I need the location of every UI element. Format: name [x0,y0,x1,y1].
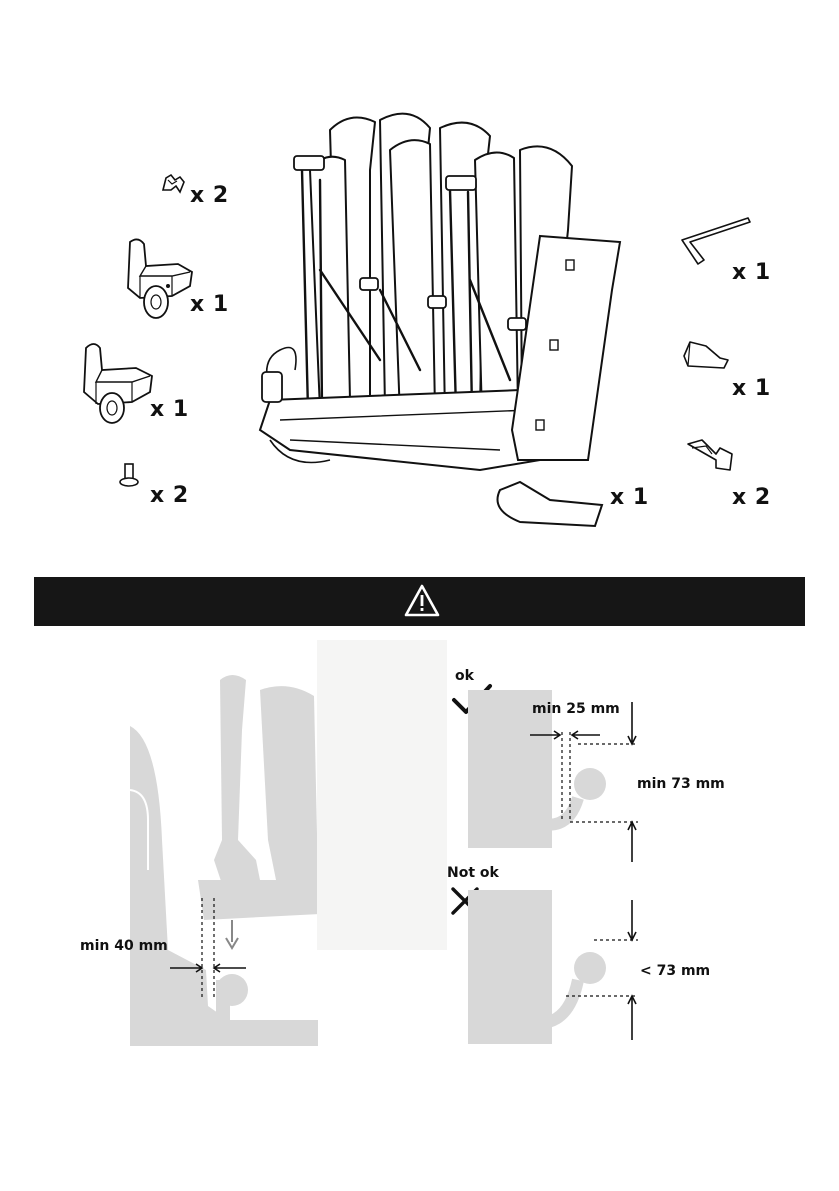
bike-carrier-illustration [250,110,620,540]
min-40-label: min 40 mm [80,938,168,954]
warning-banner [34,577,805,626]
bike-carrier-qty: x 1 [610,485,649,510]
wheel-holder-small-qty: x 1 [190,292,229,317]
not-ok-hitch-diagram [466,888,666,1048]
ok-label: ok [455,668,474,684]
keys-qty: x 2 [732,485,771,510]
clip-icon [160,172,188,196]
wheel-holder-small-icon [120,236,200,322]
min-25-label: min 25 mm [532,701,620,717]
bolt-icon [118,462,140,490]
not-ok-label: Not ok [447,865,499,881]
adapter-block-qty: x 1 [732,376,771,401]
min-73-label: min 73 mm [637,776,725,792]
bolt-qty: x 2 [150,483,189,508]
under-73-label: < 73 mm [640,963,710,979]
wheel-holder-large-qty: x 1 [150,397,189,422]
plate-panel [317,640,447,950]
adapter-block-icon [680,338,732,372]
allen-key-qty: x 1 [732,260,771,285]
clip-qty: x 2 [190,183,229,208]
keys-icon [686,436,736,476]
warning-triangle-icon [403,583,441,619]
